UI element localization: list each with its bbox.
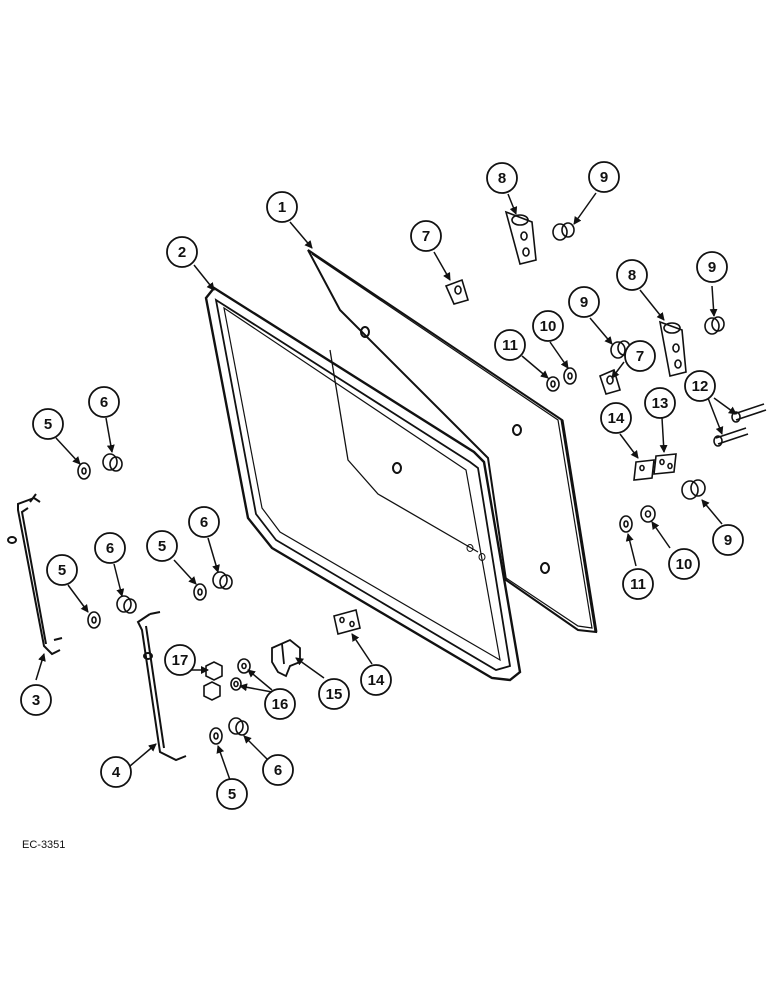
svg-text:9: 9 (600, 169, 608, 186)
plate-13 (653, 453, 677, 475)
callout-5b: 5 (46, 554, 78, 586)
handle-rod-4 (136, 611, 187, 762)
svg-text:7: 7 (422, 228, 430, 245)
hinge-8a (504, 210, 537, 265)
svg-text:6: 6 (106, 540, 114, 557)
svg-text:11: 11 (630, 576, 646, 593)
svg-text:6: 6 (100, 394, 108, 411)
svg-text:3: 3 (32, 692, 40, 709)
bushing-6c (212, 571, 233, 590)
svg-text:1: 1 (278, 199, 286, 216)
bracket-7b (599, 368, 621, 395)
nuts-17 (203, 661, 223, 701)
washer-11a (546, 376, 560, 392)
callout-6d: 6 (262, 754, 294, 786)
callout-10b: 10 (668, 548, 700, 580)
bushing-6a (102, 453, 123, 472)
callout-6c: 6 (188, 506, 220, 538)
svg-text:10: 10 (676, 556, 693, 573)
washer-10a (563, 367, 577, 385)
hinge-8b (658, 320, 687, 377)
callout-5c: 5 (146, 530, 178, 562)
svg-text:4: 4 (112, 764, 121, 781)
svg-text:8: 8 (498, 170, 506, 187)
callout-14b: 14 (360, 664, 392, 696)
svg-text:17: 17 (172, 652, 189, 669)
svg-text:9: 9 (708, 259, 716, 276)
bushing-6d (228, 717, 249, 736)
svg-text:9: 9 (724, 532, 732, 549)
callout-9a: 9 (588, 161, 620, 193)
handle-rod-3 (7, 493, 63, 656)
callout-8b: 8 (616, 259, 648, 291)
callout-17: 17 (164, 644, 196, 676)
plate-14a (633, 459, 655, 481)
svg-text:5: 5 (58, 562, 66, 579)
callout-5d: 5 (216, 778, 248, 810)
svg-text:2: 2 (178, 244, 186, 261)
callout-2: 2 (166, 236, 198, 268)
callout-16: 16 (264, 688, 296, 720)
svg-text:13: 13 (652, 395, 669, 412)
callout-15: 15 (318, 678, 350, 710)
svg-text:5: 5 (158, 538, 166, 555)
nut-9b (704, 316, 725, 335)
callout-4: 4 (100, 756, 132, 788)
svg-text:11: 11 (502, 337, 518, 354)
callout-9c: 9 (568, 286, 600, 318)
callout-11a: 11 (494, 329, 526, 361)
callout-9d: 9 (712, 524, 744, 556)
bracket-7a (444, 278, 469, 305)
svg-text:10: 10 (540, 318, 557, 335)
callout-14a: 14 (600, 402, 632, 434)
callout-1: 1 (266, 191, 298, 223)
nut-9a (552, 222, 575, 241)
nut-9d (681, 479, 706, 500)
washer-10b (640, 505, 656, 523)
washer-5b (87, 611, 101, 629)
bolts-12 (713, 403, 767, 447)
latch-15 (271, 638, 301, 678)
callout-11b: 11 (622, 568, 654, 600)
svg-text:14: 14 (368, 672, 385, 689)
window-seal-frame (204, 286, 522, 682)
svg-text:6: 6 (274, 762, 282, 779)
bushing-6b (116, 595, 137, 614)
callout-13: 13 (644, 387, 676, 419)
svg-text:14: 14 (608, 410, 625, 427)
svg-text:6: 6 (200, 514, 208, 531)
callout-6b: 6 (94, 532, 126, 564)
svg-text:16: 16 (272, 696, 289, 713)
washer-5c (193, 583, 207, 601)
svg-text:15: 15 (326, 686, 343, 703)
callout-10a: 10 (532, 310, 564, 342)
svg-text:5: 5 (228, 786, 236, 803)
callout-7a: 7 (410, 220, 442, 252)
svg-text:7: 7 (636, 348, 644, 365)
washer-5a (77, 462, 91, 480)
callout-8a: 8 (486, 162, 518, 194)
washer-5d (209, 727, 223, 745)
callout-12: 12 (684, 370, 716, 402)
washer-11b (619, 515, 633, 533)
callout-9b: 9 (696, 251, 728, 283)
callout-3: 3 (20, 684, 52, 716)
svg-text:9: 9 (580, 294, 588, 311)
plate-14b (333, 609, 361, 635)
drawing-code: EC-3351 (22, 839, 65, 851)
svg-text:5: 5 (44, 416, 52, 433)
glass-panel (307, 249, 598, 634)
callout-7b: 7 (624, 340, 656, 372)
callout-5a: 5 (32, 408, 64, 440)
callout-6a: 6 (88, 386, 120, 418)
svg-text:8: 8 (628, 267, 636, 284)
svg-text:12: 12 (692, 378, 709, 395)
